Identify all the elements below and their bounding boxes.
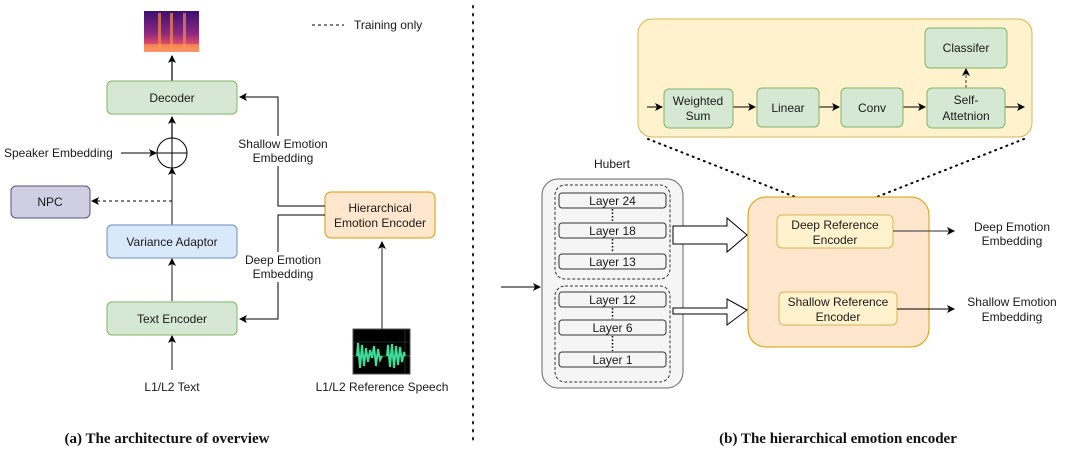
deep-reference-encoder-block: Deep Reference Encoder bbox=[776, 214, 894, 249]
panel-b: Weighted Sum Linear Conv Self- Attetnion… bbox=[501, 18, 1057, 447]
deep-emotion-label-2: Embedding bbox=[253, 267, 314, 281]
svg-text:NPC: NPC bbox=[37, 195, 63, 209]
deep-label-bg bbox=[240, 252, 326, 282]
hubert-layer-label: Layer 24 bbox=[589, 194, 636, 208]
shallow-label-bg bbox=[236, 136, 332, 166]
svg-text:Weighted: Weighted bbox=[673, 94, 723, 108]
out-deep-label: Deep Emotion bbox=[974, 220, 1050, 234]
caption-b: (b) The hierarchical emotion encoder bbox=[719, 431, 957, 447]
svg-text:Linear: Linear bbox=[771, 101, 804, 115]
svg-text:Encoder: Encoder bbox=[816, 310, 861, 324]
decoder-block: Decoder bbox=[106, 80, 238, 115]
out-shallow-label-2: Embedding bbox=[982, 310, 1043, 324]
conv-block: Conv bbox=[840, 87, 904, 128]
svg-text:Emotion Encoder: Emotion Encoder bbox=[334, 216, 426, 230]
text-input-label: L1/L2 Text bbox=[144, 380, 200, 394]
block-arrow-shallow bbox=[672, 298, 748, 326]
svg-text:Sum: Sum bbox=[686, 109, 711, 123]
text-encoder-block: Text Encoder bbox=[106, 301, 238, 336]
hubert-layer-box bbox=[558, 192, 667, 209]
hubert-layer-label: Layer 12 bbox=[589, 293, 636, 307]
variance-adaptor-block: Variance Adaptor bbox=[106, 224, 238, 259]
panel-a: Training only Speaker Embedding Decoder … bbox=[4, 11, 448, 447]
shallow-emotion-label-2: Embedding bbox=[253, 151, 314, 165]
hierarchical-emotion-encoder-block: Hierarchical Emotion Encoder bbox=[324, 191, 436, 239]
svg-text:Text Encoder: Text Encoder bbox=[137, 312, 207, 326]
hubert-layers: Layer 24 Layer 18 Layer 13 Layer 12 Layer 6 L… bbox=[558, 192, 667, 368]
npc-block: NPC bbox=[10, 185, 91, 219]
deep-emotion-label: Deep Emotion bbox=[245, 253, 321, 267]
linear-block: Linear bbox=[756, 87, 820, 128]
svg-text:Encoder: Encoder bbox=[813, 233, 858, 247]
legend-training-only: Training only bbox=[354, 18, 422, 32]
out-shallow-label: Shallow Emotion bbox=[967, 295, 1056, 309]
hubert-layer-label: Layer 13 bbox=[589, 255, 636, 269]
svg-text:Hierarchical: Hierarchical bbox=[348, 201, 411, 215]
block-arrow-deep bbox=[672, 216, 748, 254]
svg-text:Attetnion: Attetnion bbox=[942, 109, 989, 123]
svg-text:Variance Adaptor: Variance Adaptor bbox=[126, 235, 217, 249]
hubert-layer-box bbox=[558, 222, 667, 239]
svg-text:Classifer: Classifer bbox=[943, 41, 990, 55]
out-deep-label-2: Embedding bbox=[982, 234, 1043, 248]
spectrogram-icon bbox=[144, 11, 199, 52]
svg-text:Decoder: Decoder bbox=[149, 91, 194, 105]
hubert-layer-label: Layer 6 bbox=[592, 321, 632, 335]
waveform-icon bbox=[352, 328, 411, 375]
caption-a: (a) The architecture of overview bbox=[65, 431, 270, 447]
weighted-sum-block: Weighted Sum bbox=[663, 88, 734, 129]
hubert-layer-box bbox=[558, 351, 667, 368]
reference-speech-label: L1/L2 Reference Speech bbox=[316, 380, 449, 394]
hubert-layer-label: Layer 1 bbox=[592, 353, 632, 367]
svg-text:Self-: Self- bbox=[954, 93, 979, 107]
svg-text:Deep Reference: Deep Reference bbox=[791, 218, 879, 232]
deep-layers-group bbox=[554, 184, 671, 280]
sum-operator-icon bbox=[156, 137, 188, 169]
shallow-emotion-label: Shallow Emotion bbox=[238, 137, 327, 151]
hubert-layer-box bbox=[558, 291, 667, 308]
hubert-layer-label: Layer 18 bbox=[589, 224, 636, 238]
self-attention-block: Self- Attetnion bbox=[926, 87, 1006, 129]
hubert-label: Hubert bbox=[594, 157, 631, 171]
hubert-layer-box bbox=[558, 319, 667, 336]
svg-text:Conv: Conv bbox=[858, 101, 886, 115]
speaker-embedding-label: Speaker Embedding bbox=[4, 146, 113, 160]
shallow-reference-encoder-block: Shallow Reference Encoder bbox=[778, 291, 898, 326]
svg-text:Shallow Reference: Shallow Reference bbox=[788, 295, 889, 309]
shallow-layers-group bbox=[554, 285, 671, 383]
classifier-block: Classifer bbox=[924, 27, 1008, 69]
hubert-layer-box bbox=[558, 253, 667, 270]
